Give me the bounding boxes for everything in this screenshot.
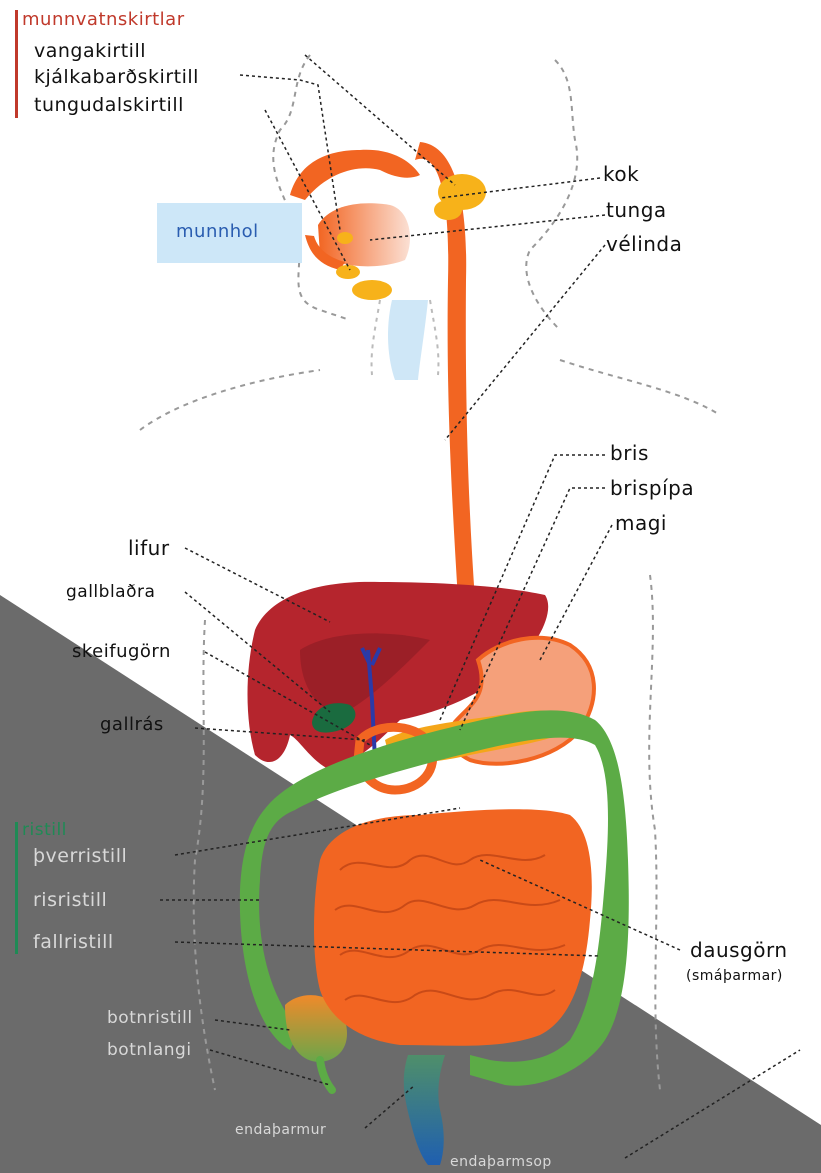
label-dausgorn: dausgörn [690,940,788,960]
small-intestine [314,809,592,1046]
submandibular-gland [352,280,392,300]
label-smatharmar: (smáþarmar) [686,966,783,986]
label-kjalkabardskirtill: kjálkabarðskirtill [34,67,199,87]
salivary-bracket [15,10,18,118]
trachea [388,300,428,380]
label-risristill: risristill [33,890,107,910]
label-kok: kok [603,164,639,184]
label-gallras: gallrás [100,715,164,735]
label-fallristill: fallristill [33,932,114,952]
label-botnlangi: botnlangi [107,1040,192,1060]
label-lifur: lifur [128,538,170,558]
label-endatharmsop: endaþarmsop [450,1152,552,1172]
label-endatharmur: endaþarmur [235,1120,326,1140]
label-tunga: tunga [606,200,667,220]
label-velinda: vélinda [606,234,682,254]
parotid-gland-lobe [434,200,462,220]
label-botnristill: botnristill [107,1008,193,1028]
sublingual-gland [336,265,360,279]
label-munnhol: munnhol [176,222,259,242]
label-gallbladra: gallblaðra [66,582,155,602]
label-colon-heading: ristill [22,820,67,840]
label-vangakirtill: vangakirtill [34,41,146,61]
label-bris: bris [610,443,649,463]
palate [290,150,420,200]
label-salivary-heading: munnvatnskirtlar [22,10,185,30]
label-skeifugorn: skeifugörn [72,642,171,662]
tongue-shape [318,203,410,266]
gland-small [337,232,353,244]
label-brispipa: brispípa [610,478,694,498]
label-magi: magi [615,513,667,533]
label-thverristill: þverristill [33,846,127,866]
colon-bracket [15,822,18,954]
label-tungudalskirtill: tungudalskirtill [34,95,184,115]
